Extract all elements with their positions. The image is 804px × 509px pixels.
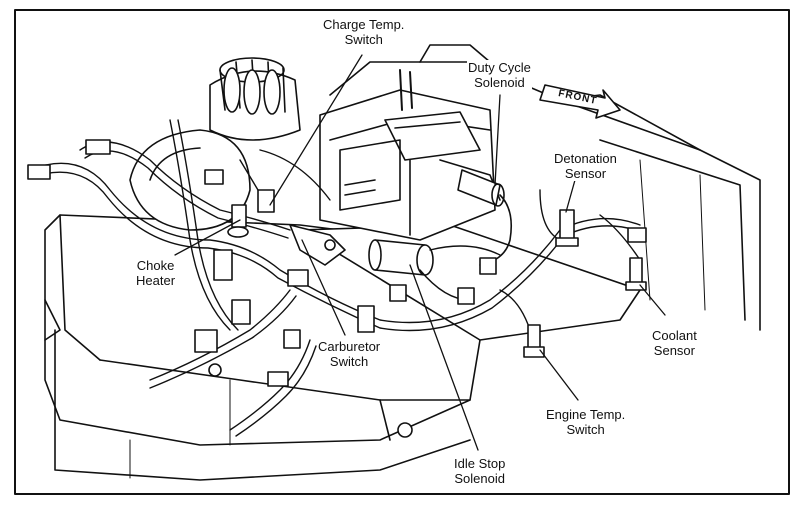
carburetor xyxy=(319,69,501,241)
air-cleaner xyxy=(129,129,251,231)
charge-temp-switch-body xyxy=(257,189,275,213)
leader-lines xyxy=(174,54,666,451)
engine-temp-switch-body xyxy=(523,324,545,358)
connectors xyxy=(27,139,647,387)
detonation-sensor-label: Detonation Sensor xyxy=(553,151,618,181)
coolant-sensor-label: Coolant Sensor xyxy=(651,328,698,358)
charge-temp-switch-line1: Charge Temp. xyxy=(323,17,405,32)
idle-stop-solenoid xyxy=(368,239,434,276)
engine-temp-switch-line2: Switch xyxy=(566,422,605,437)
detonation-sensor-line2: Sensor xyxy=(564,166,607,181)
idle-stop-solenoid-line2: Solenoid xyxy=(454,471,505,486)
coolant-sensor-line2: Sensor xyxy=(653,343,695,358)
duty-cycle-solenoid-line2: Solenoid xyxy=(474,75,525,90)
coolant-sensor-body xyxy=(625,257,647,291)
idle-stop-solenoid-label: Idle Stop Solenoid xyxy=(453,456,507,486)
choke-heater-line2: Heater xyxy=(136,273,176,288)
figure-border xyxy=(14,9,790,495)
charge-temp-switch-line2: Switch xyxy=(344,32,383,47)
carburetor-switch-line1: Carburetor xyxy=(318,339,381,354)
engine-temp-switch-label: Engine Temp. Switch xyxy=(545,407,627,437)
duty-cycle-solenoid-line1: Duty Cycle xyxy=(468,60,531,75)
distributor xyxy=(209,57,301,141)
charge-temp-switch-label: Charge Temp. Switch xyxy=(322,17,406,47)
choke-heater-body xyxy=(227,204,249,238)
carburetor-switch xyxy=(289,224,346,266)
carburetor-switch-line2: Switch xyxy=(329,354,369,369)
duty-cycle-solenoid-label: Duty Cycle Solenoid xyxy=(467,60,532,90)
detonation-sensor-line1: Detonation xyxy=(554,151,617,166)
choke-heater-line1: Choke xyxy=(136,258,175,273)
coolant-sensor-line1: Coolant xyxy=(652,328,697,343)
engine-temp-switch-line1: Engine Temp. xyxy=(546,407,626,422)
detonation-sensor-body xyxy=(555,209,579,247)
front-arrow-icon xyxy=(539,84,621,119)
carburetor-switch-label: Carburetor Switch xyxy=(317,339,382,369)
idle-stop-solenoid-line1: Idle Stop xyxy=(454,456,506,471)
choke-heater-label: Choke Heater xyxy=(135,258,177,288)
